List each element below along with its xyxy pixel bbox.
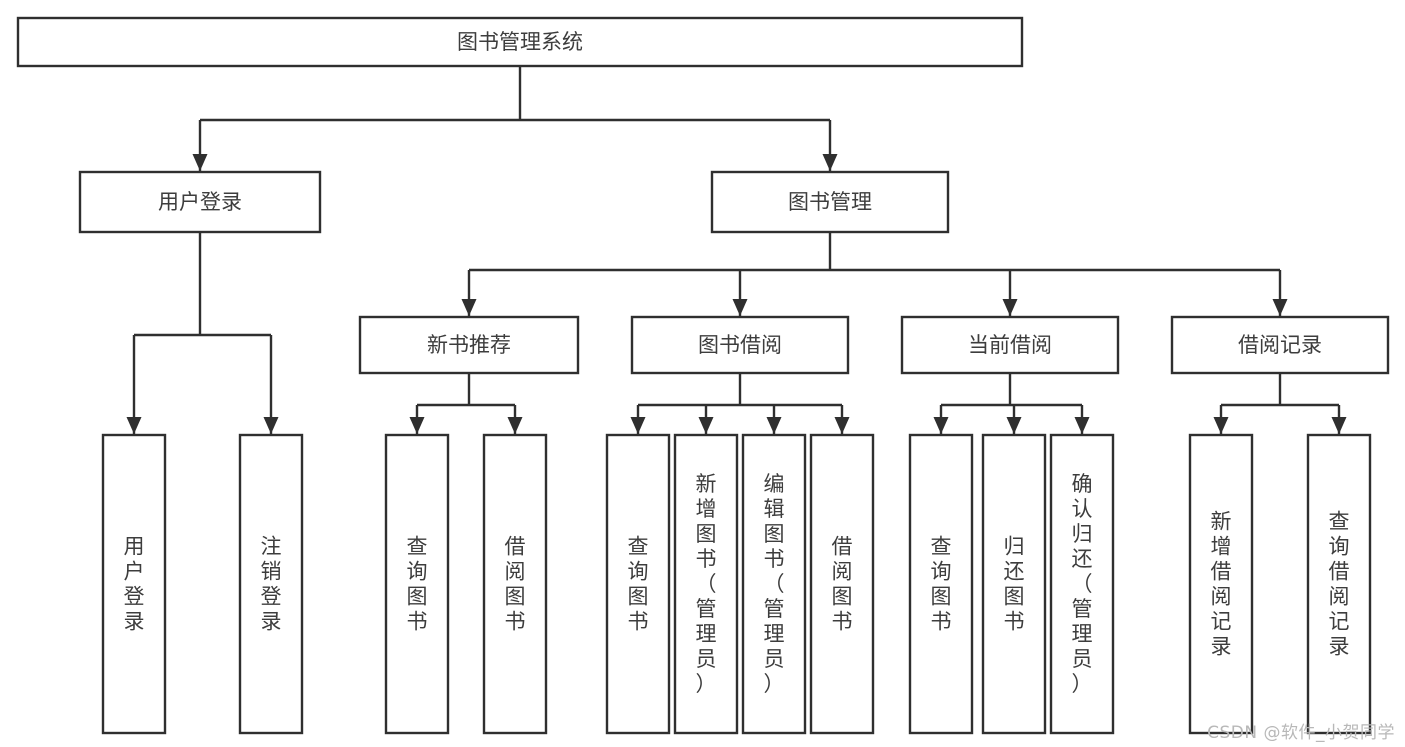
node-label: 注销登录 — [261, 535, 282, 634]
node-box[interactable] — [238, 433, 304, 735]
node-borrow-record[interactable]: 借阅记录 — [1170, 315, 1390, 375]
node-box[interactable] — [16, 16, 1024, 68]
node-label: 当前借阅 — [968, 333, 1052, 357]
node-box[interactable] — [1188, 433, 1254, 735]
connector-layer — [126, 66, 1347, 434]
node-leaf-return-book[interactable]: 归还图书 — [981, 433, 1047, 735]
arrow-head-icon — [409, 417, 425, 434]
arrow-head-icon — [732, 299, 748, 316]
node-label: 查询图书 — [407, 535, 428, 634]
node-label: 图书借阅 — [698, 333, 782, 357]
arrow-head-icon — [507, 417, 523, 434]
node-leaf-confirm-return[interactable]: 确认归还（管理员） — [1049, 433, 1115, 735]
node-box[interactable] — [101, 433, 167, 735]
node-label: 图书管理系统 — [457, 30, 583, 54]
node-label: 确认归还（管理员） — [1072, 472, 1093, 696]
node-box[interactable] — [981, 433, 1047, 735]
node-box[interactable] — [1049, 433, 1115, 735]
node-label: 借阅图书 — [832, 535, 853, 634]
arrow-head-icon — [263, 417, 279, 434]
node-box[interactable] — [630, 315, 850, 375]
node-layer: 图书管理系统用户登录图书管理新书推荐图书借阅当前借阅借阅记录用户登录注销登录查询… — [16, 16, 1390, 735]
arrow-head-icon — [1331, 417, 1347, 434]
node-leaf-borrow-book-2[interactable]: 借阅图书 — [809, 433, 875, 735]
node-current-borrow[interactable]: 当前借阅 — [900, 315, 1120, 375]
node-label: 归还图书 — [1004, 535, 1025, 634]
node-new-book-recommend[interactable]: 新书推荐 — [358, 315, 580, 375]
node-box[interactable] — [809, 433, 875, 735]
node-leaf-edit-book[interactable]: 编辑图书（管理员） — [741, 433, 807, 735]
node-book-borrow[interactable]: 图书借阅 — [630, 315, 850, 375]
node-book-manage[interactable]: 图书管理 — [710, 170, 950, 234]
arrow-head-icon — [1272, 299, 1288, 316]
node-box[interactable] — [1306, 433, 1372, 735]
node-box[interactable] — [482, 433, 548, 735]
node-leaf-borrow-book-1[interactable]: 借阅图书 — [482, 433, 548, 735]
node-user-login[interactable]: 用户登录 — [78, 170, 322, 234]
arrow-head-icon — [1006, 417, 1022, 434]
node-label: 查询图书 — [931, 535, 952, 634]
node-label: 借阅记录 — [1238, 333, 1322, 357]
arrow-head-icon — [698, 417, 714, 434]
node-root-system[interactable]: 图书管理系统 — [16, 16, 1024, 68]
node-box[interactable] — [900, 315, 1120, 375]
node-label: 图书管理 — [788, 190, 872, 214]
arrow-head-icon — [192, 154, 208, 171]
node-leaf-query-book-1[interactable]: 查询图书 — [384, 433, 450, 735]
node-box[interactable] — [358, 315, 580, 375]
arrow-head-icon — [822, 154, 838, 171]
node-box[interactable] — [908, 433, 974, 735]
node-box[interactable] — [384, 433, 450, 735]
node-label: 用户登录 — [124, 535, 145, 634]
node-label: 编辑图书（管理员） — [764, 472, 785, 696]
arrow-head-icon — [461, 299, 477, 316]
node-box[interactable] — [741, 433, 807, 735]
node-box[interactable] — [1170, 315, 1390, 375]
node-label: 查询图书 — [628, 535, 649, 634]
node-label: 查询借阅记录 — [1329, 510, 1350, 659]
arrow-head-icon — [933, 417, 949, 434]
node-leaf-query-book-2[interactable]: 查询图书 — [605, 433, 671, 735]
arrow-head-icon — [630, 417, 646, 434]
arrow-head-icon — [766, 417, 782, 434]
node-box[interactable] — [673, 433, 739, 735]
node-leaf-add-book[interactable]: 新增图书（管理员） — [673, 433, 739, 735]
node-label: 借阅图书 — [505, 535, 526, 634]
node-box[interactable] — [710, 170, 950, 234]
node-leaf-add-record[interactable]: 新增借阅记录 — [1188, 433, 1254, 735]
node-leaf-query-record[interactable]: 查询借阅记录 — [1306, 433, 1372, 735]
arrow-head-icon — [834, 417, 850, 434]
arrow-head-icon — [126, 417, 142, 434]
arrow-head-icon — [1074, 417, 1090, 434]
arrow-head-icon — [1213, 417, 1229, 434]
node-label: 新增借阅记录 — [1211, 510, 1232, 659]
arrow-head-icon — [1002, 299, 1018, 316]
watermark-label: CSDN @软件_小贺同学 — [1207, 723, 1395, 743]
node-label: 新增图书（管理员） — [696, 472, 717, 696]
node-box[interactable] — [605, 433, 671, 735]
node-box[interactable] — [78, 170, 322, 234]
node-leaf-user-login[interactable]: 用户登录 — [101, 433, 167, 735]
node-leaf-user-logout[interactable]: 注销登录 — [238, 433, 304, 735]
node-leaf-query-book-3[interactable]: 查询图书 — [908, 433, 974, 735]
node-label: 新书推荐 — [427, 333, 511, 357]
node-label: 用户登录 — [158, 190, 242, 214]
